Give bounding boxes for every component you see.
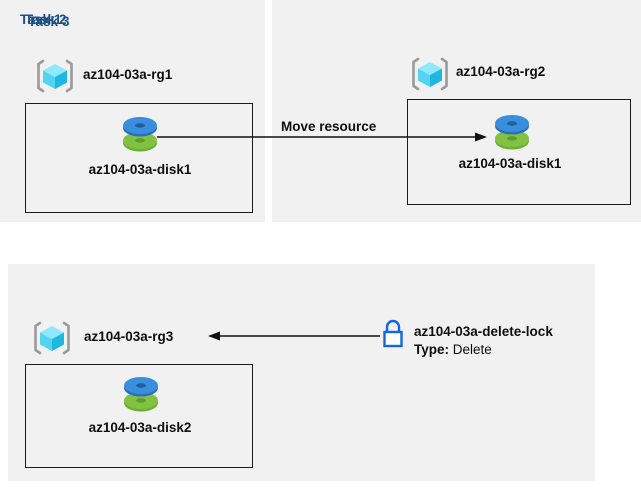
delete-lock-arrow (208, 331, 380, 341)
resource-group-icon (37, 59, 73, 93)
resource-group-label: az104-03a-rg2 (456, 64, 546, 79)
disk-label: az104-03a-disk1 (458, 156, 562, 171)
managed-disk-icon (123, 117, 157, 152)
resource-group-label: az104-03a-rg3 (84, 329, 174, 344)
resource-group-icon (412, 57, 448, 91)
delete-lock-type-value: Delete (452, 342, 492, 357)
task-2-title: Task 2 (25, 12, 67, 27)
managed-disk-icon (495, 115, 529, 150)
lock-icon (383, 319, 403, 348)
delete-lock-type-row: Type: Delete (414, 342, 492, 357)
resource-group-label: az104-03a-rg1 (83, 67, 173, 82)
move-resource-arrow (157, 132, 487, 142)
resource-group-icon (34, 321, 70, 355)
managed-disk-icon (124, 377, 158, 412)
task-3-title: Task 3 (28, 14, 70, 29)
task-1-title: Task 1 (20, 12, 62, 27)
delete-lock-type-key: Type: (414, 342, 450, 357)
disk-label: az104-03a-disk1 (88, 162, 192, 177)
delete-lock-name: az104-03a-delete-lock (414, 324, 553, 339)
move-resource-label: Move resource (281, 119, 377, 134)
disk-label: az104-03a-disk2 (88, 420, 192, 435)
